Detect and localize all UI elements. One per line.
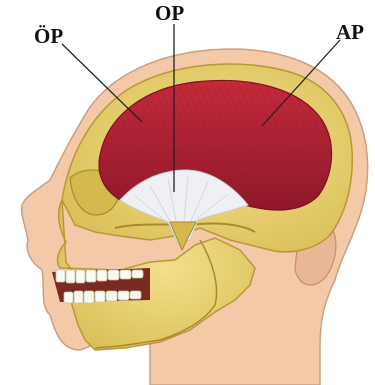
label-ap: AP (336, 20, 364, 44)
label-op: OP (155, 1, 184, 25)
label-op-umlaut: ÖP (34, 24, 63, 48)
